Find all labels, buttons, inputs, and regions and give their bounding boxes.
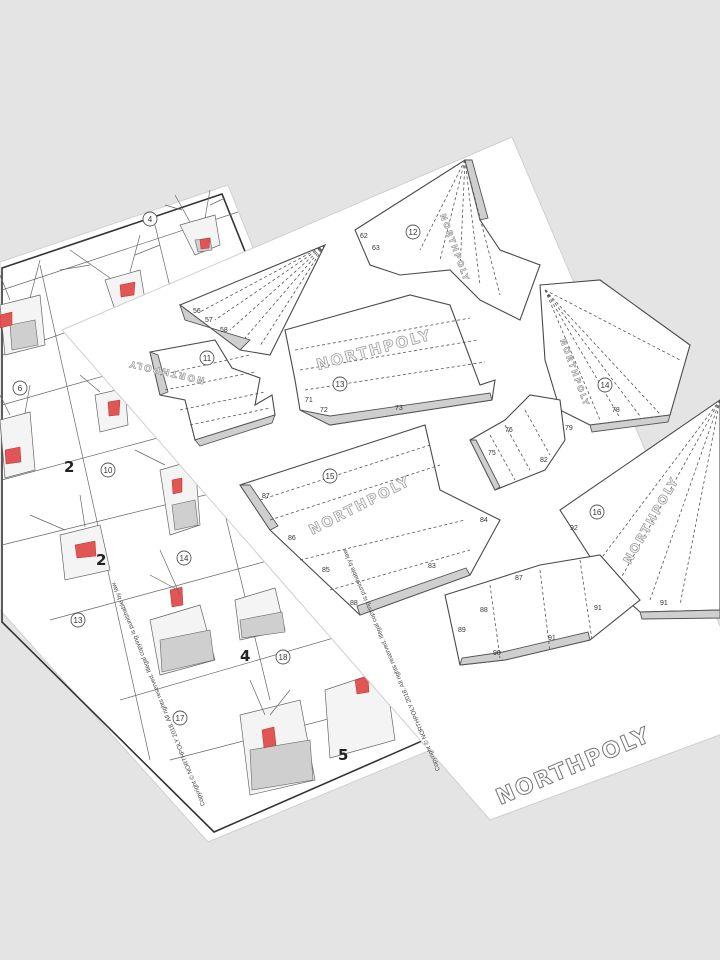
piece-label-12: 12	[409, 228, 418, 237]
svg-text:10: 10	[104, 466, 113, 475]
template-piece-15: 15 NORTHPOLY 87 86 85 88 83 84	[239, 424, 501, 616]
piece-label-16: 16	[593, 508, 602, 517]
template-piece-small: 75 76 79 82	[469, 394, 573, 491]
edge-num-58: 58	[220, 327, 228, 334]
deer-head-step-f	[134, 434, 201, 536]
step-circle-18: 18	[275, 649, 291, 665]
piece-label-14: 14	[601, 381, 610, 390]
step-count-5: 5	[338, 746, 348, 764]
edge-num-84: 86	[288, 535, 296, 542]
step-count-2a: 2	[64, 458, 74, 476]
edge-num-74: 76	[505, 427, 513, 434]
piece-label-15: 15	[326, 472, 335, 481]
template-piece-strip: 88 87 89 90 91 91	[444, 554, 641, 666]
edge-num-85: 87	[262, 493, 270, 500]
edge-num-86b: 88	[480, 607, 488, 614]
svg-text:18: 18	[279, 653, 288, 662]
deer-head-step-i	[234, 587, 286, 641]
svg-text:13: 13	[74, 616, 83, 625]
step-circle-13: 13	[70, 612, 86, 628]
edge-num-87: 89	[458, 627, 466, 634]
edge-num-89: 91	[660, 600, 668, 607]
svg-text:6: 6	[18, 384, 23, 393]
edge-num-70: 72	[320, 407, 328, 414]
deer-head-step-h	[149, 549, 216, 676]
step-circle-6: 6	[12, 380, 28, 396]
step-count-2b: 2	[96, 551, 106, 569]
edge-num-82: 84	[480, 517, 488, 524]
template-piece-13: 13 NORTHPOLY 71 72 73	[284, 294, 496, 426]
deer-head-step-e	[0, 384, 36, 479]
deer-head-step-g	[29, 494, 111, 581]
step-circle-10: 10	[100, 462, 116, 478]
template-sheet: 11 NORTHPOLY 56 57 58 13 NORTHPOLY 71 72…	[61, 136, 720, 821]
svg-text:14: 14	[180, 554, 189, 563]
piece-label-11: 11	[203, 354, 212, 363]
edge-num-56: 56	[193, 308, 201, 315]
svg-text:17: 17	[176, 714, 185, 723]
deer-head-step-a	[164, 189, 226, 256]
step-circle-4: 4	[142, 211, 158, 227]
deer-head-step-c	[0, 259, 46, 356]
edge-num-57: 57	[205, 317, 213, 324]
edge-num-77: 79	[565, 425, 573, 432]
piece-label-13: 13	[336, 380, 345, 389]
template-piece-14: 14 NORTHPOLY 78	[539, 279, 691, 433]
deer-head-step-j	[239, 679, 316, 796]
edge-num-76: 78	[612, 407, 620, 414]
step-circle-17: 17	[172, 710, 188, 726]
edge-num-92: 92	[570, 525, 578, 532]
edge-num-91: 91	[548, 635, 556, 642]
edge-num-69: 71	[305, 397, 313, 404]
edge-num-73: 75	[488, 450, 496, 457]
edge-num-71: 73	[395, 405, 403, 412]
edge-num-85b: 87	[515, 575, 523, 582]
template-piece-fan-a: 56 57 58	[178, 243, 327, 356]
edge-num-81: 83	[428, 563, 436, 570]
edge-num-88: 90	[493, 650, 501, 657]
svg-text:4: 4	[148, 215, 153, 224]
edge-num-86: 88	[350, 600, 358, 607]
edge-num-63: 63	[372, 245, 380, 252]
deer-head-step-d	[79, 364, 131, 433]
step-circle-14: 14	[176, 550, 192, 566]
edge-num-83: 85	[322, 567, 330, 574]
edge-num-62: 62	[360, 233, 368, 240]
edge-num-90: 91	[594, 605, 602, 612]
step-count-4: 4	[240, 647, 250, 665]
edge-num-80: 82	[540, 457, 548, 464]
template-piece-16: 16 NORTHPOLY 92 91	[559, 399, 720, 620]
